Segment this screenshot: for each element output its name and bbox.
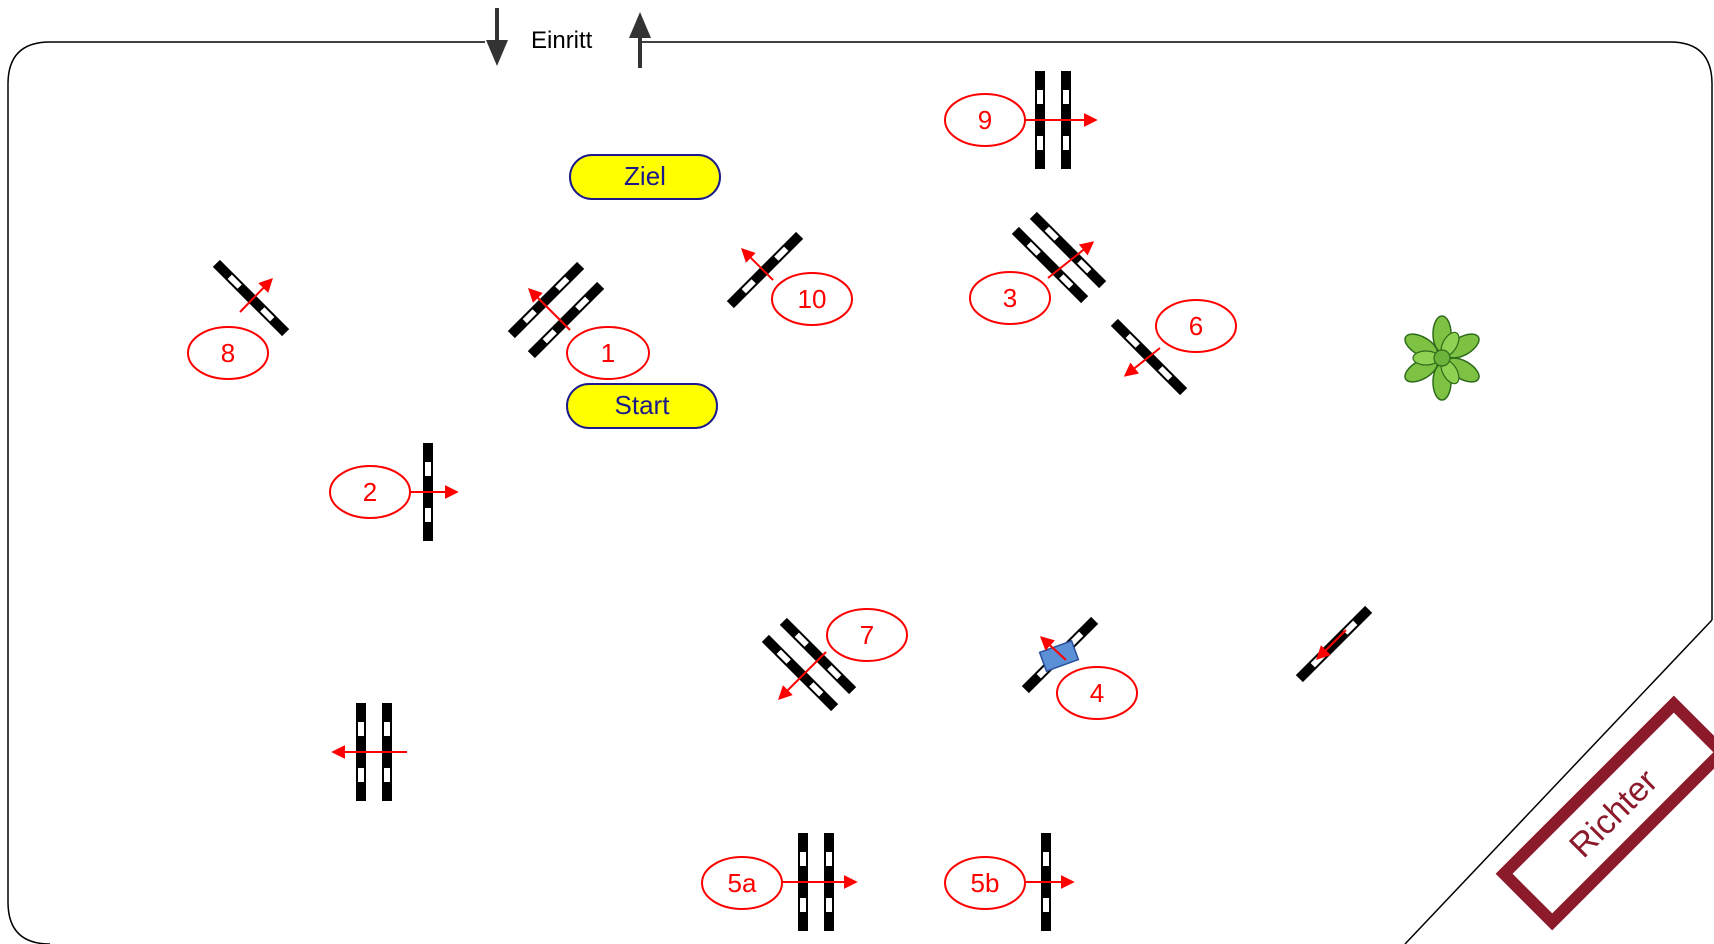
- obstacle-2-badge: 2: [329, 465, 411, 519]
- obstacle-5a-poles: [780, 833, 858, 931]
- obstacle-5b-poles: [1026, 833, 1075, 931]
- entrance-in-arrow-icon: [486, 8, 508, 66]
- obstacle-3-badge: 3: [969, 271, 1051, 325]
- obstacle-7-badge: 7: [826, 608, 908, 662]
- judge-box: Richter: [1495, 695, 1714, 931]
- start-marker: Start: [566, 383, 718, 429]
- obstacle-1-label: 1: [601, 338, 615, 368]
- obstacle-4-label: 4: [1090, 678, 1104, 708]
- obstacle-7-label: 7: [860, 620, 874, 650]
- finish-marker: Ziel: [569, 154, 721, 200]
- obstacle-9-badge: 9: [944, 93, 1026, 147]
- finish-label: Ziel: [624, 161, 666, 191]
- obstacle-unnumbered-right-poles: [1295, 605, 1373, 683]
- obstacle-2-poles: [410, 443, 459, 541]
- entrance-out-arrow-icon: [629, 12, 651, 68]
- obstacle-6-poles: [1110, 318, 1188, 396]
- obstacle-5a-badge: 5a: [701, 856, 783, 910]
- obstacle-3-label: 3: [1003, 283, 1017, 313]
- obstacle-3-poles: [1011, 211, 1107, 304]
- obstacle-7-poles: [761, 617, 857, 712]
- start-label: Start: [615, 390, 671, 420]
- plant-icon: [1404, 315, 1480, 401]
- arena-boundary: [7, 41, 1713, 944]
- obstacle-10-badge: 10: [771, 272, 853, 326]
- obstacle-4-badge: 4: [1056, 666, 1138, 720]
- obstacle-2-label: 2: [363, 477, 377, 507]
- obstacle-1-badge: 1: [566, 326, 650, 380]
- obstacle-6-badge: 6: [1155, 299, 1237, 353]
- obstacle-5b-label: 5b: [971, 868, 1000, 898]
- obstacle-5b-badge: 5b: [944, 856, 1026, 910]
- obstacle-9-poles: [1020, 71, 1098, 169]
- obstacle-4-poles: [1021, 616, 1099, 694]
- obstacle-8-poles: [212, 259, 290, 337]
- obstacle-5a-label: 5a: [728, 868, 757, 898]
- obstacle-unnumbered-left-poles: [331, 703, 407, 801]
- obstacle-9-label: 9: [978, 105, 992, 135]
- obstacle-8-label: 8: [221, 338, 235, 368]
- entrance-label: Einritt: [531, 27, 593, 54]
- obstacle-6-label: 6: [1189, 311, 1203, 341]
- obstacle-1-poles: [507, 261, 605, 359]
- obstacle-8-badge: 8: [187, 326, 269, 380]
- obstacle-10-label: 10: [798, 284, 827, 314]
- obstacle-10-poles: [726, 231, 804, 309]
